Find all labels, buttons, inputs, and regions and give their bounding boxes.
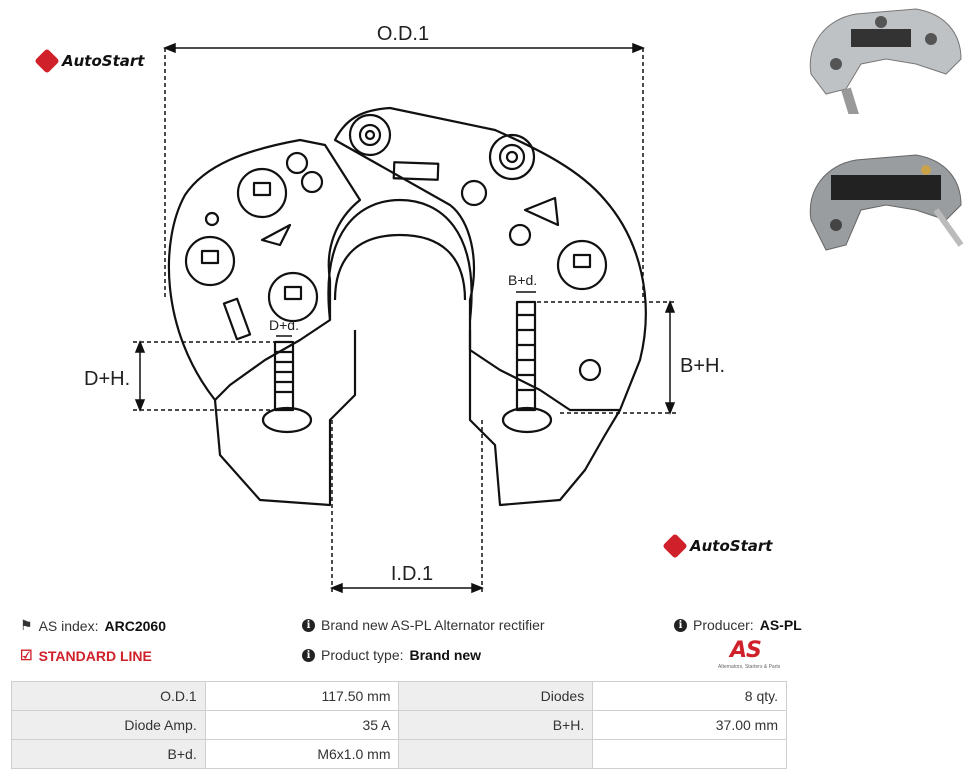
check-square-icon: ☑ — [20, 647, 33, 663]
info-icon: i — [302, 648, 315, 662]
spec-label: Diode Amp. — [11, 710, 206, 740]
spec-value: 35 A — [204, 710, 400, 740]
spec-value: 117.50 mm — [204, 681, 400, 711]
rectifier-body-right — [333, 106, 647, 412]
spec-value: 37.00 mm — [592, 710, 787, 740]
left-leg — [213, 330, 357, 507]
tag-icon: ⚑ — [20, 617, 33, 633]
product-photo-top — [809, 8, 962, 114]
spec-value: M6x1.0 mm — [204, 739, 400, 769]
autostart-logo-mark-icon — [662, 533, 688, 559]
standard-line-text: STANDARD LINE — [38, 647, 152, 664]
table-row: Diode Amp. 35 A B+H. 37.00 mm — [11, 710, 787, 740]
info-icon: i — [302, 618, 315, 632]
autostart-logo-text: AutoStart — [62, 52, 145, 70]
product-photo-bottom — [809, 154, 964, 251]
autostart-logo-mark-icon — [34, 48, 60, 74]
as-index: ⚑ AS index: ARC2060 — [20, 617, 166, 634]
spec-label — [398, 739, 594, 769]
spec-label: B+d. — [11, 739, 206, 769]
product-type-label: Product type: — [321, 647, 404, 663]
spec-value — [592, 739, 787, 769]
od1-label: O.D.1 — [377, 23, 429, 45]
autostart-logo-text: AutoStart — [690, 537, 773, 555]
as-logo-subtitle: Alternators, Starters & Parts — [718, 664, 781, 670]
id1-label: I.D.1 — [391, 563, 433, 585]
bh-label: B+H. — [680, 355, 725, 377]
brand-new-text: Brand new AS-PL Alternator rectifier — [321, 617, 545, 633]
table-row: B+d. M6x1.0 mm — [11, 739, 787, 769]
autostart-logo-bottom: AutoStart — [662, 533, 773, 559]
as-pl-logo: AS Alternators, Starters & Parts — [718, 638, 790, 670]
product-type: i Product type: Brand new — [302, 647, 481, 663]
table-row: O.D.1 117.50 mm Diodes 8 qty. — [11, 681, 787, 711]
bd-label: B+d. — [508, 272, 537, 288]
as-index-value: ARC2060 — [104, 617, 166, 634]
as-logo-text: AS — [730, 638, 762, 663]
standard-line: ☑ STANDARD LINE — [20, 647, 152, 664]
producer: i Producer: AS-PL — [674, 617, 802, 633]
info-icon: i — [674, 618, 687, 632]
rectifier-body-left — [167, 138, 362, 402]
spec-table: O.D.1 117.50 mm Diodes 8 qty. Diode Amp.… — [11, 681, 787, 769]
spec-label: Diodes — [398, 681, 594, 711]
dh-label: D+H. — [84, 368, 130, 390]
spec-label: O.D.1 — [11, 681, 206, 711]
as-index-label: AS index: — [38, 617, 99, 634]
spec-value: 8 qty. — [592, 681, 787, 711]
right-leg — [468, 330, 621, 507]
spec-label: B+H. — [398, 710, 594, 740]
producer-label: Producer: — [693, 617, 754, 633]
brand-new: i Brand new AS-PL Alternator rectifier — [302, 617, 545, 633]
dd-label: D+d. — [269, 317, 299, 333]
center-opening — [327, 198, 473, 321]
product-type-value: Brand new — [409, 647, 482, 663]
autostart-logo: AutoStart — [34, 48, 145, 74]
rectifier-drawing: O.D.1 I.D.1 D+H. B+H. D+d. B+d. — [84, 23, 725, 594]
producer-value: AS-PL — [759, 617, 802, 633]
